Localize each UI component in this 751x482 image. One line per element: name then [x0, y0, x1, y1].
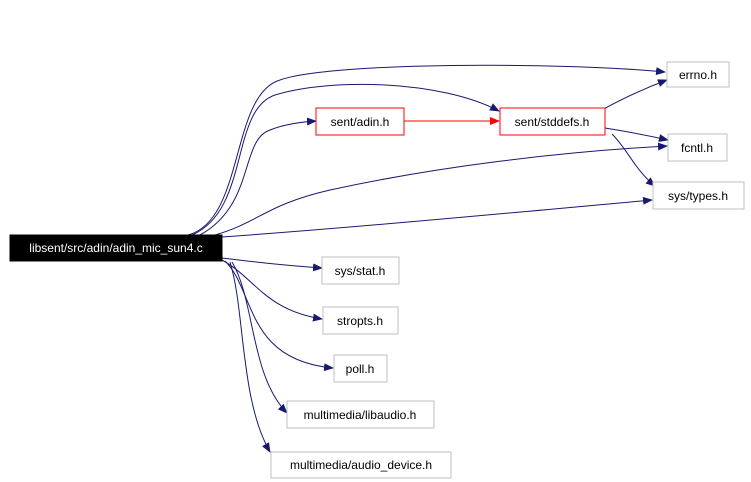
node-libaudio-label: multimedia/libaudio.h: [304, 408, 417, 422]
edge-root-to-stropts: [221, 259, 323, 322]
node-stropts-box: [322, 306, 399, 335]
node-sent-stddefs[interactable]: sent/stddefs.h: [499, 107, 606, 136]
node-audio-device-label: multimedia/audio_device.h: [290, 458, 432, 472]
node-libaudio[interactable]: multimedia/libaudio.h: [286, 400, 435, 429]
edge-sent-stddefs-to-sys-types: [611, 133, 656, 187]
edge-sent-stddefs-to-fcntl: [604, 127, 669, 142]
node-sys-stat-box: [321, 256, 400, 285]
node-sys-stat-label: sys/stat.h: [335, 264, 386, 278]
node-root-label: libsent/src/adin/adin_mic_sun4.c: [29, 241, 202, 255]
node-stropts-label: stropts.h: [337, 314, 383, 328]
edge-root-to-sent-adin: [199, 117, 317, 236]
node-audio-device[interactable]: multimedia/audio_device.h: [270, 451, 452, 479]
edge-root-to-sent-stddefs: [191, 83, 500, 236]
node-sys-types-label: sys/types.h: [668, 189, 728, 203]
node-root-box: [9, 234, 223, 262]
edge-sent-stddefs-to-errno: [599, 79, 668, 112]
node-stropts[interactable]: stropts.h: [322, 306, 399, 335]
node-poll-label: poll.h: [346, 362, 375, 376]
node-sys-types-box: [652, 181, 745, 210]
edges: [187, 64, 669, 453]
node-poll[interactable]: poll.h: [333, 354, 388, 383]
edge-root-to-fcntl: [214, 142, 668, 236]
node-sent-adin-label: sent/adin.h: [331, 115, 390, 129]
node-sent-stddefs-label: sent/stddefs.h: [515, 115, 590, 129]
edge-root-to-poll: [224, 260, 334, 372]
node-audio-device-box: [270, 451, 452, 479]
node-sent-stddefs-box: [499, 107, 606, 136]
node-sent-adin[interactable]: sent/adin.h: [315, 107, 405, 136]
node-sent-adin-box: [315, 107, 405, 136]
edge-root-to-sys-types: [221, 196, 653, 238]
edge-root-to-sys-stat: [221, 257, 323, 272]
edge-root-to-errno: [187, 64, 666, 236]
node-fcntl[interactable]: fcntl.h: [667, 133, 728, 162]
node-errno-box: [666, 61, 730, 88]
node-errno[interactable]: errno.h: [666, 61, 730, 88]
node-errno-label: errno.h: [679, 68, 717, 82]
node-fcntl-label: fcntl.h: [681, 141, 713, 155]
node-sys-stat[interactable]: sys/stat.h: [321, 256, 400, 285]
node-fcntl-box: [667, 133, 728, 162]
node-poll-box: [333, 354, 388, 383]
edge-root-to-audio-device: [229, 261, 271, 453]
node-libaudio-box: [286, 400, 435, 429]
node-root[interactable]: libsent/src/adin/adin_mic_sun4.c: [9, 234, 223, 262]
edge-root-to-libaudio: [231, 261, 288, 414]
node-sys-types[interactable]: sys/types.h: [652, 181, 745, 210]
